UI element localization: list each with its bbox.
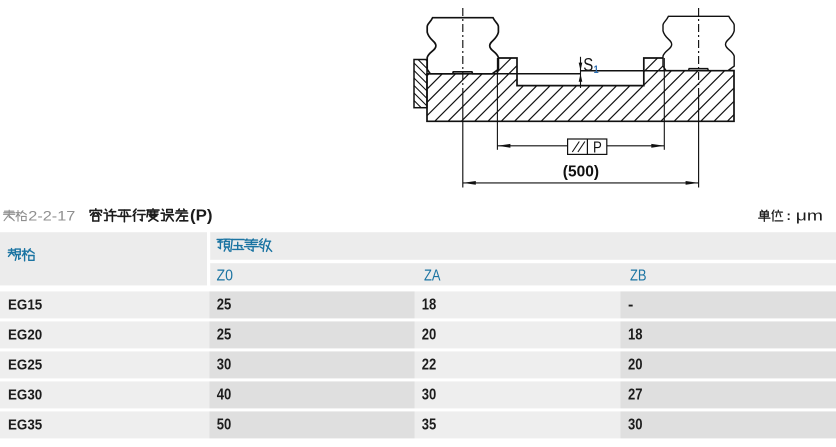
svg-text:EG15: EG15 [8, 297, 42, 313]
svg-text:ZB: ZB [630, 267, 647, 284]
svg-text:30: 30 [628, 417, 643, 434]
svg-text:EG30: EG30 [8, 387, 42, 403]
svg-text:2-2-17: 2-2-17 [28, 208, 75, 223]
svg-text:EG20: EG20 [8, 327, 42, 343]
svg-text:(P): (P) [190, 208, 213, 225]
svg-text:40: 40 [217, 387, 232, 404]
svg-text::: : [787, 208, 791, 223]
svg-text:27: 27 [628, 387, 643, 404]
svg-text:EG35: EG35 [8, 417, 42, 433]
svg-text:25: 25 [217, 327, 232, 344]
svg-text:30: 30 [422, 387, 437, 404]
svg-text:-: - [628, 297, 633, 314]
svg-text:EG25: EG25 [8, 357, 42, 373]
svg-text:18: 18 [422, 297, 437, 314]
svg-text:(500): (500) [563, 164, 599, 181]
svg-text:50: 50 [217, 417, 232, 434]
svg-text:20: 20 [422, 327, 437, 344]
svg-text:1: 1 [594, 64, 599, 76]
svg-text:μm: μm [796, 208, 823, 224]
svg-text:P: P [593, 139, 602, 156]
svg-text:25: 25 [217, 297, 232, 314]
svg-text:Z0: Z0 [217, 267, 234, 284]
svg-text:22: 22 [422, 357, 437, 374]
svg-text:30: 30 [217, 357, 232, 374]
svg-text:ZA: ZA [424, 267, 441, 284]
svg-text:35: 35 [422, 417, 437, 434]
svg-text:18: 18 [628, 327, 643, 344]
svg-text:20: 20 [628, 357, 643, 374]
svg-text:S: S [583, 54, 593, 75]
